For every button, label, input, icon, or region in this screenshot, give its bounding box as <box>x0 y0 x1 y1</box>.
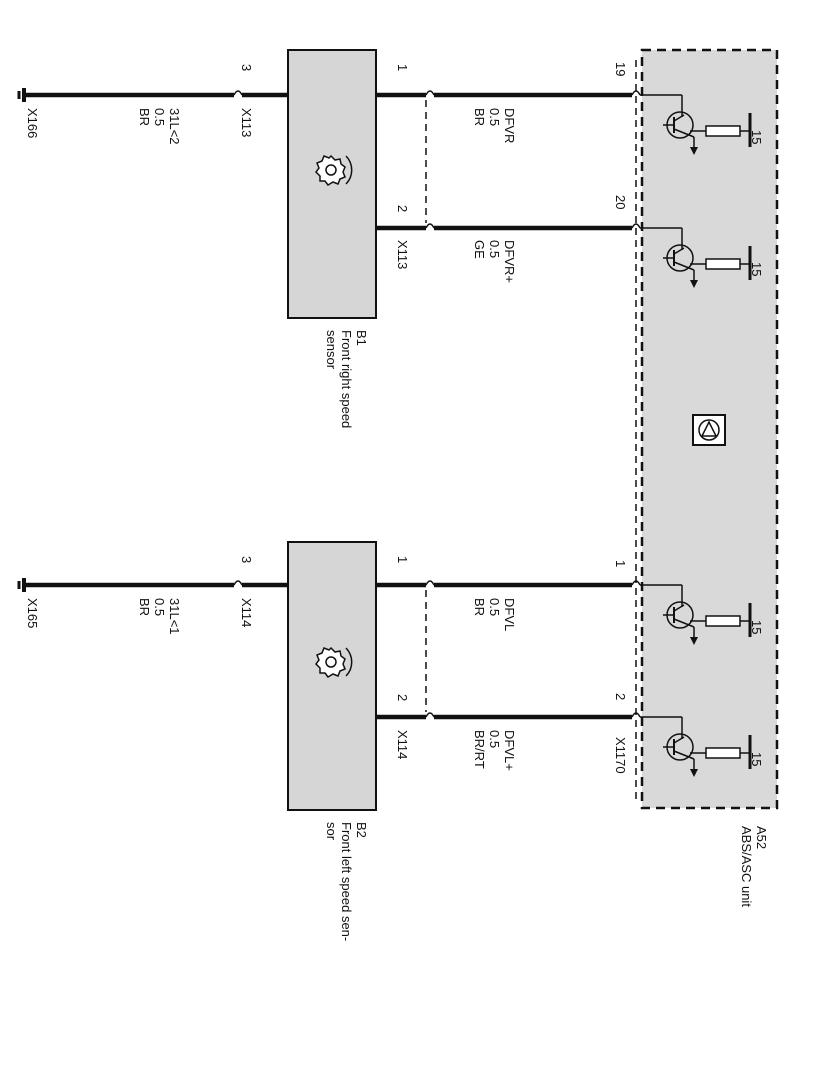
b2-id: B2 <box>354 822 369 838</box>
supply-label-15: 15 <box>749 130 764 144</box>
ecu-connector-x1170: X1170 <box>613 737 628 774</box>
transistor-stage-icon <box>640 94 752 155</box>
b1-wire1-name: DFVR <box>502 108 517 143</box>
b1-wire2-color: GE <box>472 240 487 259</box>
b1-pin-2: 2 <box>395 205 410 212</box>
b1-pin-1: 1 <box>395 64 410 71</box>
b1-pin-3: 3 <box>239 64 254 71</box>
ecu-symbol-icon <box>692 414 726 446</box>
supply-label-15: 15 <box>749 620 764 634</box>
supply-label-15: 15 <box>749 752 764 766</box>
supply-label-15: 15 <box>749 262 764 276</box>
b2-wire1-color: BR <box>472 598 487 616</box>
b2-pin-1: 1 <box>395 556 410 563</box>
b2-wire1-name: DFVL <box>502 598 517 631</box>
ecu-pin-1: 1 <box>613 560 628 567</box>
b1-name-line1: Front right speed <box>339 330 354 428</box>
b1-wire1-size: 0.5 <box>487 108 502 126</box>
b2-pin-3: 3 <box>239 556 254 563</box>
b1-ground-wire-code: 31L<2 <box>167 108 182 145</box>
b2-connector: X114 <box>395 730 410 759</box>
transistor-stage-icon <box>640 584 752 645</box>
b1-wire2-size: 0.5 <box>487 240 502 258</box>
transistor-stage-icon <box>640 716 752 777</box>
b2-ground-point: X165 <box>25 598 40 628</box>
b2-ground-connector: X114 <box>239 598 254 627</box>
ecu-name: ABS/ASC unit <box>739 826 754 907</box>
b2-pin-2: 2 <box>395 694 410 701</box>
b1-ground-wire-color: BR <box>137 108 152 126</box>
wires-b1 <box>17 88 641 231</box>
gear-icon <box>315 154 353 186</box>
wires-b2 <box>17 578 641 720</box>
sensor-b1-box <box>287 49 377 319</box>
ecu-id: A52 <box>754 826 769 849</box>
b1-wire2-name: DFVR+ <box>502 240 517 283</box>
b1-ground-connector: X113 <box>239 108 254 137</box>
transistor-stage-icon <box>640 227 752 288</box>
b1-id: B1 <box>354 330 369 346</box>
b2-wire2-size: 0.5 <box>487 730 502 748</box>
b1-connector: X113 <box>395 240 410 269</box>
b1-wire1-color: BR <box>472 108 487 126</box>
b2-name-line2: sor <box>324 822 339 841</box>
b2-wire2-name: DFVL+ <box>502 730 517 771</box>
sensor-b2-box <box>287 541 377 811</box>
b1-ground-point: X166 <box>25 108 40 138</box>
b2-wire2-color: BR/RT <box>472 730 487 769</box>
b2-name-line1: Front left speed sen- <box>339 822 354 941</box>
ecu-pin-2: 2 <box>613 693 628 700</box>
b1-ground-wire-size: 0.5 <box>152 108 167 126</box>
gear-icon <box>315 646 353 678</box>
b2-wire1-size: 0.5 <box>487 598 502 616</box>
b2-ground-wire-code: 31L<1 <box>167 598 182 635</box>
b1-name-line2: sensor <box>324 330 339 370</box>
b2-ground-wire-size: 0.5 <box>152 598 167 616</box>
ecu-pin-19: 19 <box>613 62 628 76</box>
ecu-pin-20: 20 <box>613 195 628 209</box>
b2-ground-wire-color: BR <box>137 598 152 616</box>
